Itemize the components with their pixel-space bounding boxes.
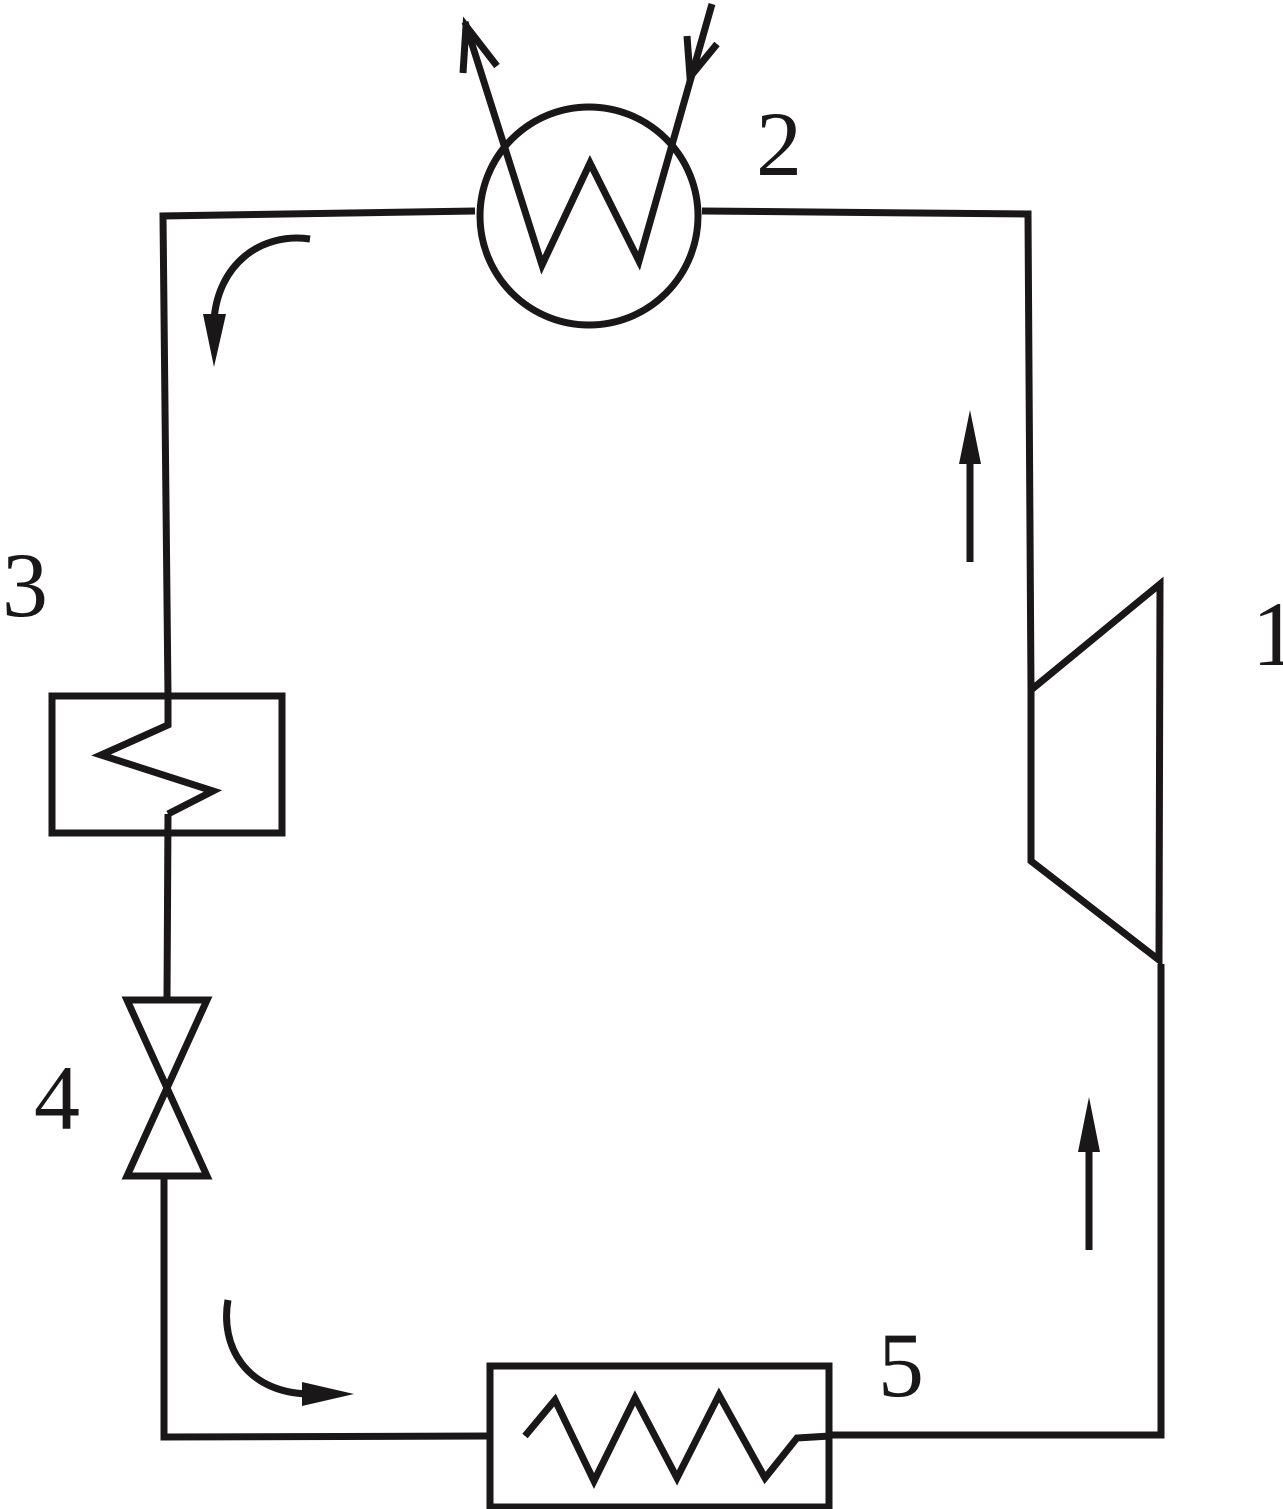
- pipe-regenerator-to-valve: [163, 813, 172, 999]
- pipe-valve-to-evaporator: [160, 1178, 491, 1441]
- evaporator-coil: [522, 1387, 831, 1489]
- label-regenerator: 3: [2, 534, 48, 636]
- pipe-condenser-to-regenerator: [159, 207, 476, 697]
- flow-arrow-up-lower-right: [1078, 1097, 1100, 1250]
- label-compressor: 1: [1252, 583, 1283, 685]
- throttle-valve-body: [121, 996, 213, 1180]
- compressor-body: [1027, 576, 1164, 968]
- regenerator-coil: [91, 696, 223, 818]
- label-evaporator: 5: [878, 1314, 924, 1416]
- condenser-shell: [476, 103, 702, 329]
- flow-arrow-bottom-left: [223, 1299, 354, 1406]
- condenser: [459, 3, 720, 329]
- label-throttle-valve: 4: [34, 1047, 80, 1149]
- condenser-inlet-arrowhead: [683, 35, 720, 87]
- pipe-evaporator-to-compressor: [830, 964, 1165, 1439]
- evaporator: [486, 1362, 833, 1509]
- regenerator: [48, 692, 286, 837]
- evaporator-shell: [486, 1362, 833, 1509]
- throttle-valve: [121, 996, 213, 1180]
- condenser-outlet-arrowhead: [459, 16, 500, 74]
- flow-arrow-top-left: [203, 234, 311, 367]
- flow-arrow-up-right: [959, 410, 981, 562]
- condenser-coil: [461, 3, 716, 275]
- pipe-compressor-to-condenser: [701, 207, 1035, 691]
- label-condenser: 2: [756, 93, 802, 195]
- compressor: [1027, 576, 1164, 968]
